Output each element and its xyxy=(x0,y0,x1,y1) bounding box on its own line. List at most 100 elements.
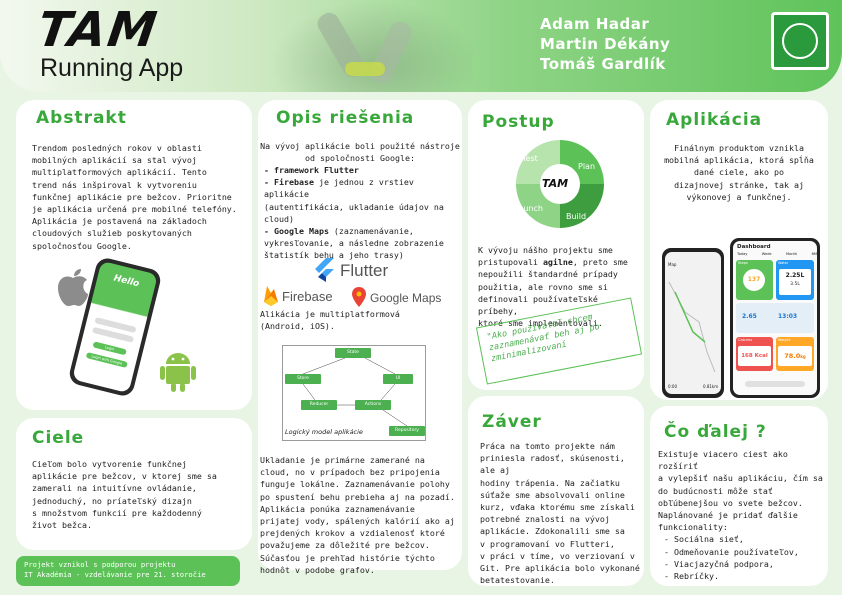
text-line: Aplikácia je postavená na základoch xyxy=(32,216,207,227)
feature-item: - Rebríčky. xyxy=(664,571,719,582)
dashboard-screen: Dashboard Today Week Month 6M Steps 137 … xyxy=(733,241,817,395)
opis-tools: - framework Flutter - Firebase je jednou… xyxy=(258,164,462,262)
text-line: Súčasťou je prehľad histórie týchto xyxy=(260,552,435,563)
cycle-tam-logo: TAM xyxy=(542,177,569,190)
authors: Adam Hadar Martin Dékány Tomáš Gardlík xyxy=(540,14,670,74)
text-line: do budúcnosti môže stať xyxy=(658,485,773,496)
text-line: hodnôt v podobe grafov. xyxy=(260,564,375,575)
banner-line: IT Akadémia - vzdelávanie pre 21. storoč… xyxy=(24,570,206,579)
text-line: prejdených krokov a vzdialenosť ktoré xyxy=(260,528,445,539)
apple-icon xyxy=(58,269,88,307)
text-line: spoločnosťou Google. xyxy=(32,240,132,251)
aplikacia-title: Aplikácia xyxy=(666,110,763,130)
text-line: funkcionality: xyxy=(658,522,728,533)
feature-item: - Viacjazyčná podpora, xyxy=(664,558,774,569)
weight-unit: kg xyxy=(800,354,806,359)
water-goal: 3.5L xyxy=(790,282,800,287)
multiplatform-text: Alikácia je multiplatformová (Android, i… xyxy=(258,308,462,332)
text-line: obľúbenejšou vo svete bežcov. xyxy=(658,497,803,508)
map-route xyxy=(668,281,716,373)
tool-line: štatistík behu a jeho trasy) xyxy=(264,250,404,261)
text-line: Finálnym produktom vznikla xyxy=(674,143,804,153)
steps-value: 137 xyxy=(743,269,765,291)
water-panel: 2.25L 3.5L xyxy=(779,269,811,295)
tool-line: - Google Maps (zaznamenávanie, xyxy=(264,226,414,237)
cycle-build: Build xyxy=(566,212,587,221)
text-line: definovali používateľské xyxy=(478,293,598,304)
text-line: je aplikácia určená pre mobilné telefóny… xyxy=(32,204,237,215)
text-line: mobilná aplikácia, ktorá spĺňa xyxy=(664,155,814,166)
dalej-text: Existuje viacero ciest ako rozšíriť a vy… xyxy=(658,448,828,582)
text-line: Trendom posledných rokov v oblasti xyxy=(32,143,202,153)
text-line: zamerali na intuitívne ovládanie, xyxy=(32,483,197,494)
diagram-node-repository: Repository xyxy=(389,426,425,436)
diagram-caption: Logický model aplikácie xyxy=(285,428,363,436)
map-distance: 0.81km xyxy=(703,384,719,389)
text-line: dané ciele, ako po xyxy=(694,167,784,178)
bottom-nav xyxy=(745,381,805,387)
map-label: Map xyxy=(668,262,677,267)
author: Tomáš Gardlík xyxy=(540,55,666,73)
text-line: hodiny trápenia. Na začiatku xyxy=(480,477,620,488)
text-line: výkonovej a funkčnej. xyxy=(686,191,792,202)
aplikacia-text: Finálnym produktom vznikla mobilná aplik… xyxy=(650,142,828,203)
text-line: K vývoju nášho projektu sme xyxy=(478,245,613,255)
water-tile: Water 2.25L 3.5L xyxy=(776,260,814,300)
text-line: aplikácie. Zdokonalili sme sa xyxy=(480,526,625,537)
text-line: Naplánované je pridať ďalšie xyxy=(658,510,798,521)
weight-label: Weight xyxy=(778,338,791,342)
abstrakt-card: Abstrakt Trendom posledných rokov v obla… xyxy=(16,100,252,410)
author: Adam Hadar xyxy=(540,15,650,33)
calories-tile: Calories 168 Kcal xyxy=(736,337,773,371)
feature-item: - Sociálna sieť, xyxy=(664,534,744,545)
gmaps-logo-text: Google Maps xyxy=(370,291,442,305)
diagram-node-state: State xyxy=(335,348,371,358)
water-label: Water xyxy=(778,261,789,265)
tab-today: Today xyxy=(737,252,748,256)
zaver-text: Práca na tomto projekte nám priniesla ra… xyxy=(480,440,642,586)
postup-card: Postup Test Plan Build Launch TAM K vývo… xyxy=(468,100,644,390)
text-line: Cieľom bolo vytvorenie funkčnej xyxy=(32,459,187,469)
diagram-node-ui: UI xyxy=(383,374,413,384)
diagram-node-store: Store xyxy=(285,374,321,384)
weight-value: 78.0 xyxy=(784,352,801,360)
text-line: funkčnej aplikácie pre bežcov. Prioritne xyxy=(32,191,232,202)
opis-bottom-text: Ukladanie je primárne zamerané na cloud,… xyxy=(258,454,462,576)
dashboard-title: Dashboard xyxy=(737,244,771,250)
logical-model-diagram: State Store UI Reducer Actions Repositor… xyxy=(282,345,426,441)
text-line: mobilných aplikácií sa stal vývoj xyxy=(32,155,197,166)
text-line: od spoločnosti Google: xyxy=(305,153,415,164)
postup-title: Postup xyxy=(482,112,555,132)
text-line: Existuje viacero ciest ako rozšíriť xyxy=(658,449,788,472)
text-line: pristupovali agilne, preto sme xyxy=(478,257,628,268)
seal-ring xyxy=(782,23,818,59)
activity-tile: 2.65 13:03 xyxy=(736,303,814,333)
text-line: (Android, iOS). xyxy=(260,321,335,332)
text-line: aplikácie pre bežcov, v ktorej sme sa xyxy=(32,471,217,482)
ciele-card: Ciele Cieľom bolo vytvorenie funkčnej ap… xyxy=(16,418,252,550)
tool-line: cloud) xyxy=(264,213,294,224)
text-line: Git. Pre aplikácia bolo vykonané xyxy=(480,563,640,574)
text-line: ktoré sme implementovali. xyxy=(478,318,603,329)
text-line: priniesla radosť, skúsenosti, ale aj xyxy=(480,453,625,476)
tool-line: vykresľovanie, a následne zobrazenie xyxy=(264,238,444,249)
dalej-title: Čo ďalej ? xyxy=(664,422,767,442)
text-line: považujeme za dôležité pre bežcov. xyxy=(260,540,430,551)
tool-line: (autentifikácia, ukladanie údajov na xyxy=(264,201,444,212)
tab-month: Month xyxy=(785,252,798,256)
tam-logo: TAM xyxy=(34,2,162,58)
flutter-icon xyxy=(315,258,334,282)
phone-mockup-map: Map 0:00 0.81km xyxy=(662,248,724,398)
weight-tile: Weight 78.0kg xyxy=(776,337,814,371)
text-line: použitia, ale rovno sme si xyxy=(478,281,608,292)
steps-label: Steps xyxy=(738,261,748,265)
text-line: Ukladanie je primárne zamerané na xyxy=(260,455,425,465)
weight-box: 78.0kg xyxy=(778,346,812,366)
postup-text: K vývoju nášho projektu sme pristupovali… xyxy=(478,244,642,329)
map-screen: Map 0:00 0.81km xyxy=(665,252,721,394)
zaver-card: Záver Práca na tomto projekte nám prinie… xyxy=(468,396,644,586)
calories-label: Calories xyxy=(738,338,753,342)
text-line: jednoduchý, no príateľský dizajn xyxy=(32,495,192,506)
opis-card: Opis riešenia Na vývoj aplikácie boli po… xyxy=(258,100,462,575)
text-line: Aplikácia ponúka zaznamenávanie xyxy=(260,503,415,514)
